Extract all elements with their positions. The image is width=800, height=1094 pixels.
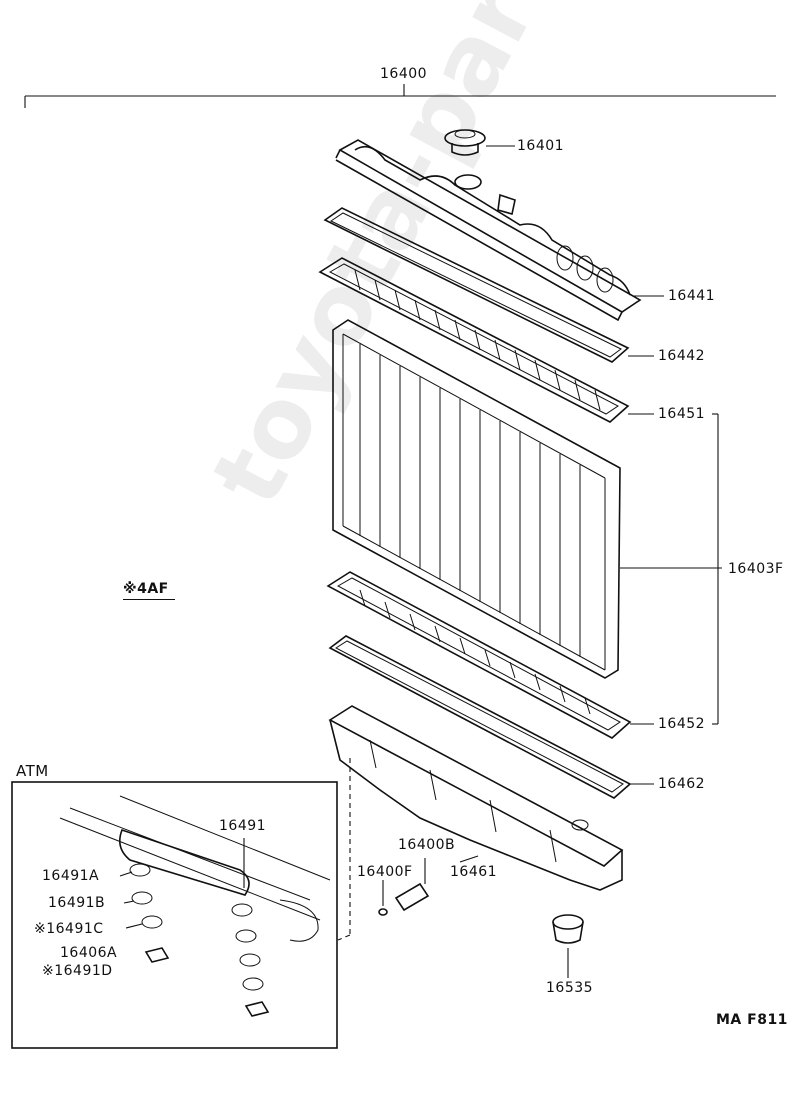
label-oc-c: ※16491C bbox=[34, 921, 104, 937]
label-oc-b: 16491B bbox=[48, 895, 106, 911]
note-4af-underline bbox=[123, 599, 175, 600]
label-upper-plate: 16451 bbox=[658, 406, 706, 422]
lower-plate-part bbox=[326, 571, 654, 739]
drain-plug-part bbox=[552, 914, 584, 978]
label-assembly: 16400 bbox=[380, 66, 428, 82]
radiator-core-part bbox=[332, 319, 722, 679]
label-oc-a: 16491A bbox=[42, 868, 100, 884]
drain-cock-part bbox=[394, 858, 430, 912]
drain-oring-part bbox=[378, 880, 388, 916]
radiator-cap-part bbox=[444, 129, 515, 156]
upper-plate-part bbox=[318, 257, 654, 423]
core-bracket bbox=[712, 413, 719, 725]
label-oil-cooler: 16491 bbox=[219, 818, 267, 834]
lower-gasket-part bbox=[328, 635, 654, 799]
lower-tank-part bbox=[328, 705, 624, 891]
label-lower-tank: 16461 bbox=[450, 864, 498, 880]
label-upper-gasket: 16442 bbox=[658, 348, 706, 364]
label-figure-code: MA F811 bbox=[716, 1012, 788, 1028]
label-drain-cock: 16400B bbox=[398, 837, 456, 853]
label-lower-gasket: 16462 bbox=[658, 776, 706, 792]
label-upper-tank: 16441 bbox=[668, 288, 716, 304]
label-note-4af: ※4AF bbox=[123, 581, 169, 597]
upper-gasket-part bbox=[323, 207, 654, 363]
label-oc-nut: 16406A bbox=[60, 945, 118, 961]
label-oc-d: ※16491D bbox=[42, 963, 113, 979]
label-lower-plate: 16452 bbox=[658, 716, 706, 732]
atm-inset-frame bbox=[11, 781, 338, 1049]
drain-dashed-leader-2 bbox=[337, 934, 351, 941]
label-core: 16403F bbox=[728, 561, 784, 577]
label-cap: 16401 bbox=[517, 138, 565, 154]
label-inset-title: ATM bbox=[16, 762, 49, 780]
label-drain-oring: 16400F bbox=[357, 864, 413, 880]
assembly-bracket bbox=[24, 84, 776, 108]
oil-cooler-inset-art bbox=[59, 795, 331, 1017]
label-drain-plug: 16535 bbox=[546, 980, 594, 996]
upper-tank-part bbox=[335, 139, 664, 322]
